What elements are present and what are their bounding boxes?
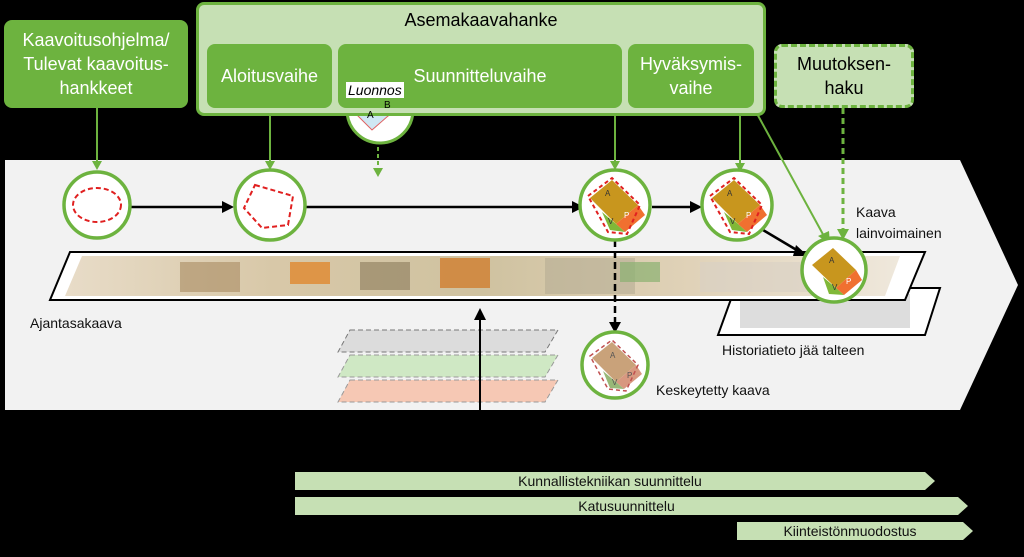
- circle-suunnittelu: [578, 168, 652, 242]
- label-kaava-lainvoimainen: Kaava lainvoimainen: [856, 202, 942, 244]
- parcel-letter-p: P: [624, 211, 630, 220]
- phase-kaavoitusohjelma-line3: hankkeet: [59, 78, 133, 98]
- bar-kunnallistekniikka-label: Kunnallistekniikan suunnittelu: [518, 473, 702, 489]
- phase-muutoksenhaku: Muutoksen- haku: [774, 44, 914, 108]
- project-title: Asemakaavahanke: [404, 10, 558, 30]
- circle-kaavoitusohjelma: [62, 170, 132, 240]
- bar-kiinteisto-label: Kiinteistönmuodostus: [783, 523, 917, 539]
- phase-kaavoitusohjelma-line1: Kaavoitusohjelma/: [22, 30, 170, 50]
- draft-layer-2: [337, 354, 559, 378]
- parcel-letter-a-3: A: [829, 256, 835, 265]
- parcel-letter-v: V: [608, 217, 614, 226]
- circle-lainvoimainen: [800, 236, 868, 304]
- parcel-letter-a-4: A: [610, 351, 616, 360]
- phase-muutoksenhaku-line2: haku: [824, 78, 864, 98]
- luonnos-b: B: [384, 100, 391, 111]
- label-kaava-line1: Kaava: [856, 204, 896, 220]
- luonnos-label: Luonnos: [346, 82, 404, 98]
- phase-kaavoitusohjelma-line2: Tulevat kaavoitus-: [23, 54, 169, 74]
- bar-kiinteisto: [737, 522, 973, 540]
- phase-suunnittelu: Suunnitteluvaihe: [338, 44, 622, 108]
- parcel-letter-p-2: P: [746, 211, 752, 220]
- phase-muutoksenhaku-line1: Muutoksen-: [796, 54, 892, 74]
- parcel-letter-p-3: P: [846, 277, 852, 286]
- circle-keskeytetty: [580, 330, 650, 400]
- label-kaava-line2: lainvoimainen: [856, 225, 942, 241]
- parcel-letter-v-2: V: [730, 217, 736, 226]
- phase-hyvaksymis-line1: Hyväksymis-: [640, 54, 742, 74]
- parcel-letter-v-4: V: [612, 378, 618, 387]
- parcel-letter-p-4: P: [627, 371, 633, 380]
- bar-kunnallistekniikka: [295, 472, 935, 490]
- parcel-letter-v-3: V: [832, 283, 838, 292]
- label-ajantasakaava: Ajantasakaava: [30, 315, 122, 331]
- parcel-letter-a: A: [605, 189, 611, 198]
- phase-aloitus: Aloitusvaihe: [207, 44, 332, 108]
- label-historiatieto: Historiatieto jää talteen: [722, 342, 865, 358]
- circle-hyvaksymis: [700, 168, 774, 242]
- circle-aloitus: [233, 168, 307, 242]
- phase-hyvaksymis: Hyväksymis- vaihe: [628, 44, 754, 108]
- bar-katusuunnittelu: [295, 497, 968, 515]
- phase-hyvaksymis-line2: vaihe: [669, 78, 713, 98]
- parcel-letter-a-2: A: [727, 189, 733, 198]
- draft-layer-3: [337, 379, 559, 403]
- phase-kaavoitusohjelma: Kaavoitusohjelma/ Tulevat kaavoitus- han…: [4, 20, 188, 108]
- label-keskeytetty: Keskeytetty kaava: [656, 382, 770, 398]
- draft-layer-1: [337, 329, 559, 353]
- luonnos-a: A: [367, 110, 374, 121]
- bar-katusuunnittelu-label: Katusuunnittelu: [578, 498, 675, 514]
